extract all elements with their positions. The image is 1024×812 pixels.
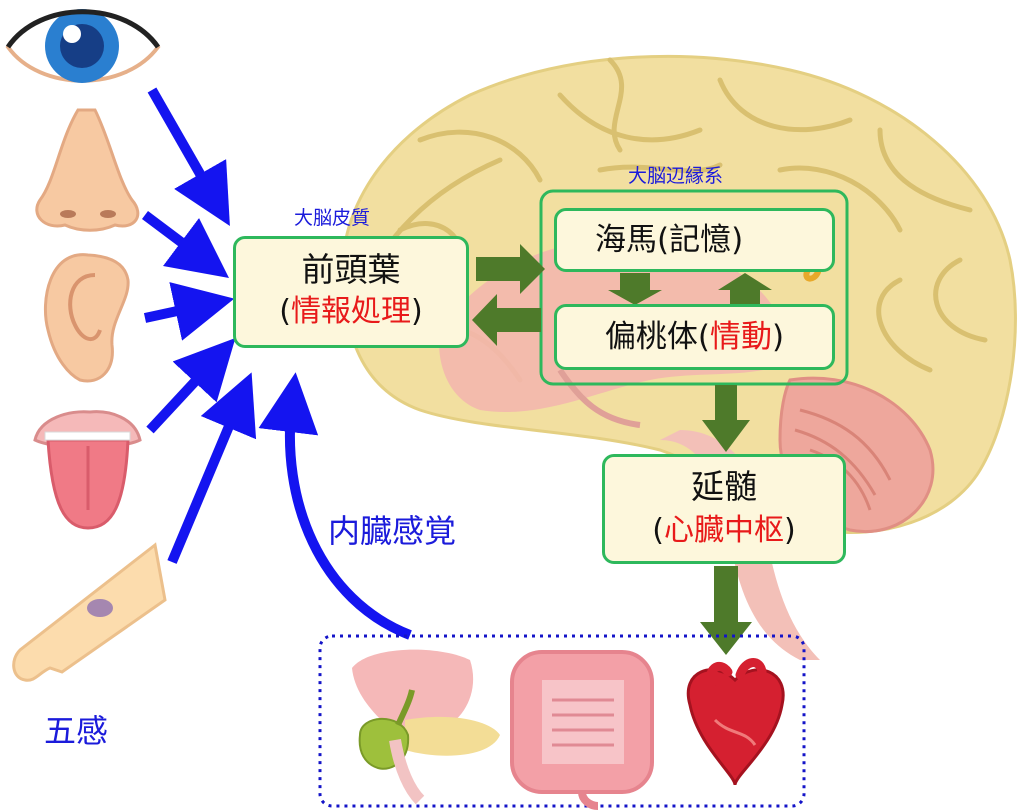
ear-icon [43, 253, 130, 383]
prefrontal-lobe-detail-row: (情報処理) [236, 291, 466, 333]
prefrontal-lobe-box: 前頭葉 (情報処理) [233, 236, 469, 348]
pancreas-gallbladder-icon [352, 649, 500, 805]
medulla-box: 延髄 (心臓中枢) [602, 454, 846, 564]
nose-icon [35, 108, 140, 232]
hippocampus-text: 海馬(記憶) [595, 222, 744, 258]
paren-open: ( [279, 294, 291, 329]
amygdala-row: 偏桃体(情動) [557, 307, 832, 367]
connection-arrows [472, 244, 772, 655]
medulla-detail: 心臓中枢 [664, 513, 784, 548]
intestine-icon [510, 650, 654, 810]
cortex-label: 大脳皮質 [294, 207, 371, 229]
prefrontal-lobe-title: 前頭葉 [301, 250, 401, 289]
amygdala-detail: 情動 [710, 319, 772, 355]
senses-arrows [142, 87, 412, 640]
heart-icon [686, 658, 785, 786]
eye-icon [5, 9, 161, 83]
amygdala-box: 偏桃体(情動) [554, 304, 835, 370]
hippocampus-box: 海馬(記憶) [554, 208, 835, 272]
paren-close: ) [411, 294, 423, 329]
paren-close: ) [784, 513, 796, 548]
medulla-title: 延髄 [691, 467, 757, 506]
paren-close: ) [772, 319, 785, 355]
arm-skin-icon [12, 542, 167, 682]
medulla-detail-row: (心臓中枢) [605, 509, 843, 553]
prefrontal-lobe-detail: 情報処理 [291, 294, 411, 329]
interoception-label: 内臓感覚 [328, 512, 457, 550]
amygdala-title: 偏桃体 [604, 319, 698, 355]
limbic-system-frame [539, 189, 849, 386]
limbic-system-label: 大脳辺縁系 [628, 165, 724, 187]
paren-open: ( [697, 319, 710, 355]
five-senses-label: 五感 [44, 712, 109, 750]
paren-open: ( [652, 513, 664, 548]
internal-organs-frame [318, 634, 806, 808]
tongue-icon [33, 410, 142, 530]
